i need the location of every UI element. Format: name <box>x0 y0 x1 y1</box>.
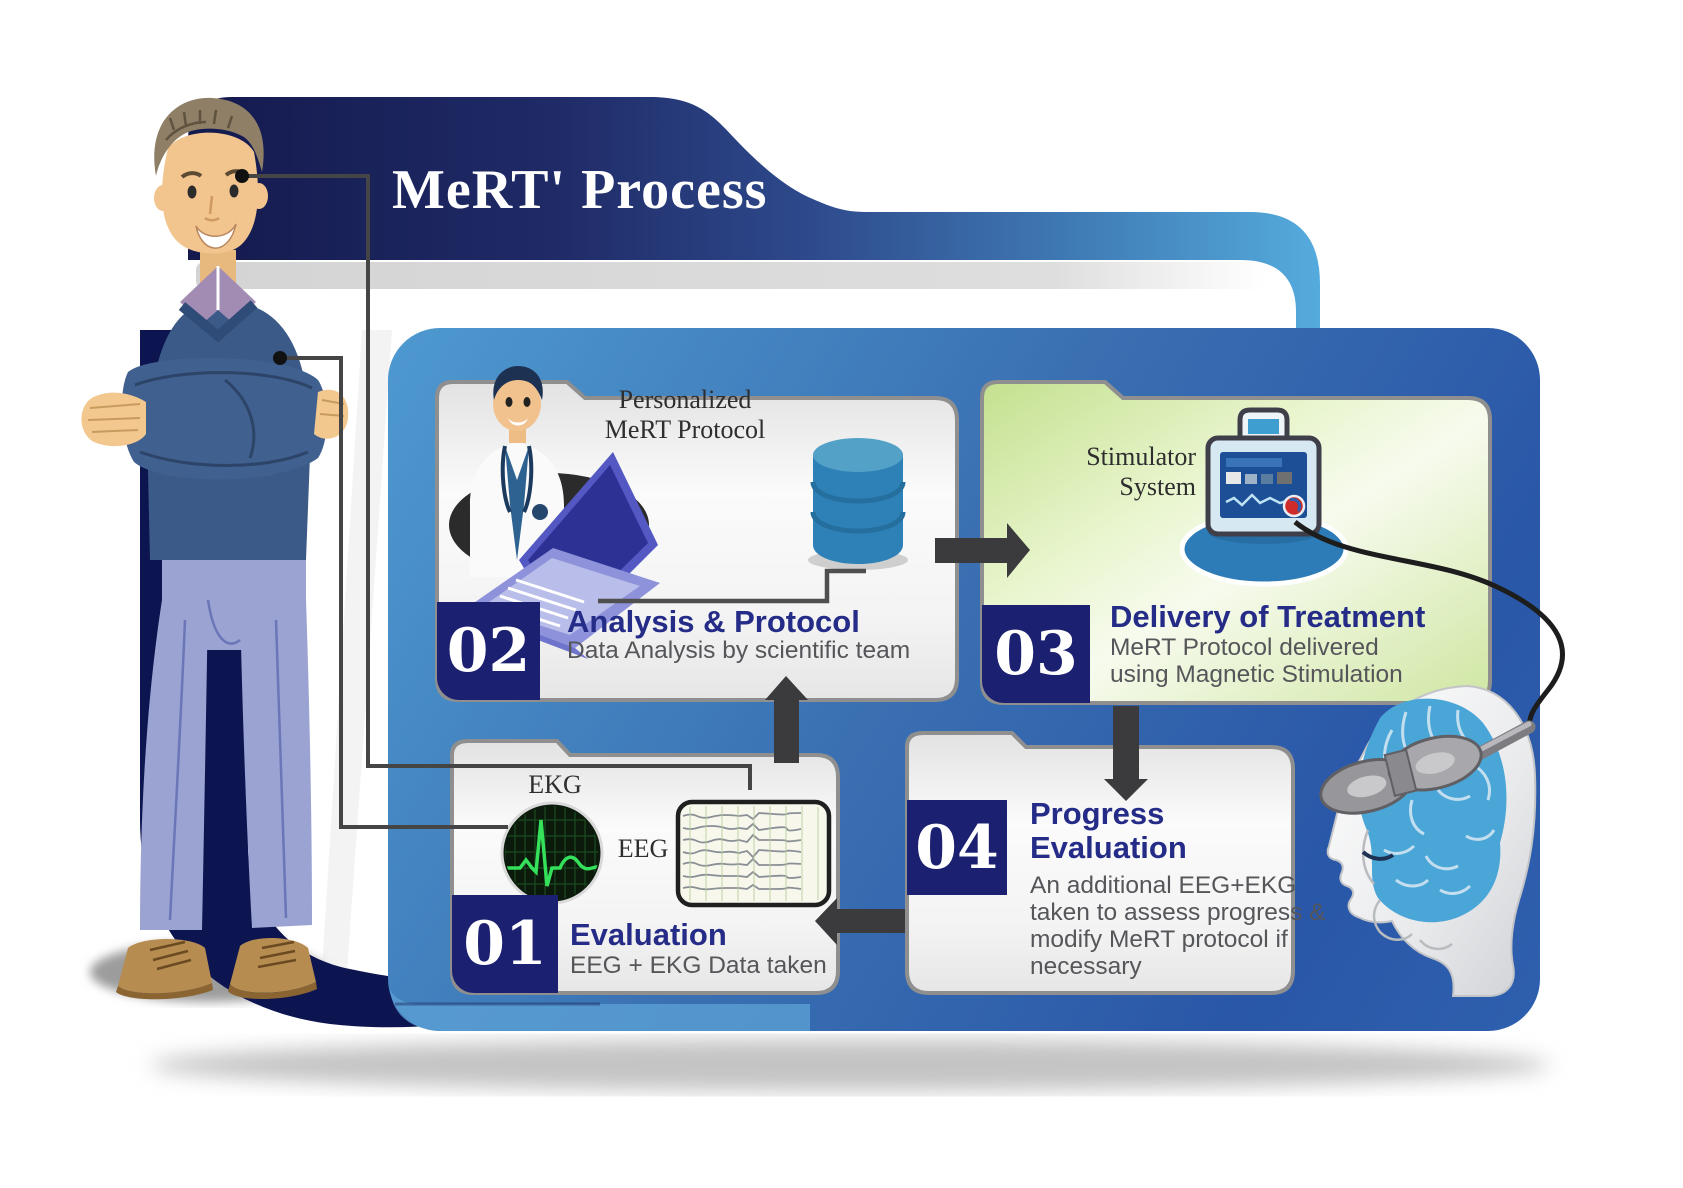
step-04-title: Progress Evaluation <box>1030 796 1187 865</box>
arrow-04-to-01 <box>815 898 905 945</box>
man-head <box>154 97 268 254</box>
laptop-database-connector <box>598 568 866 604</box>
ekg-sensor-line <box>280 356 508 829</box>
man-pants <box>140 540 312 930</box>
step-02-desc: Data Analysis by scientific team <box>567 637 911 664</box>
stimulator-cable <box>1293 520 1565 727</box>
step-04-number: 04 <box>907 800 1007 895</box>
folder-drop-shadow <box>150 1039 1550 1091</box>
eeg-sensor-line <box>242 174 752 790</box>
personalized-line2: MeRT Protocol <box>604 415 766 444</box>
eeg-chart-icon <box>675 799 832 908</box>
chest-electrode-dot <box>273 351 287 365</box>
arrow-02-to-03 <box>935 523 1030 578</box>
eeg-label: EEG <box>617 834 669 863</box>
folder-tab-band <box>188 97 1320 332</box>
sweater-vneck <box>178 300 258 343</box>
forehead-electrode-dot <box>235 169 249 183</box>
database-icon <box>808 438 908 570</box>
stimulator-line1: Stimulator <box>1086 442 1196 471</box>
tab-shadow-band <box>196 262 1266 289</box>
man-illustration <box>81 97 349 1000</box>
ekg-label: EKG <box>528 770 582 799</box>
panel-bottom-edge <box>390 990 810 1031</box>
infographic-title: MeRT' Process <box>392 159 768 221</box>
man-crossed-arms <box>81 357 349 480</box>
step-02-title: Analysis & Protocol <box>567 604 860 639</box>
stimulator-system-label: Stimulator System <box>1040 442 1196 502</box>
ekg-monitor-icon <box>500 801 604 905</box>
stimulator-line2: System <box>1119 472 1196 501</box>
glare-streak <box>320 330 392 1000</box>
step-01-desc: EEG + EKG Data taken <box>570 952 827 979</box>
personalized-protocol-label: Personalized MeRT Protocol <box>596 385 774 445</box>
flow-arrows <box>765 523 1148 945</box>
personalized-line1: Personalized <box>618 385 752 414</box>
tms-coil-icon <box>1319 720 1536 815</box>
head-brain-illustration <box>1319 684 1537 997</box>
arrow-03-to-04 <box>1104 706 1148 801</box>
step-01-title: Evaluation <box>570 917 727 952</box>
card-progress-evaluation <box>905 731 1295 995</box>
head-eye <box>1361 850 1395 861</box>
step-01-number: 01 <box>452 895 558 993</box>
step-03-title: Delivery of Treatment <box>1110 599 1426 634</box>
step-02-number: 02 <box>437 602 540 700</box>
step-03-desc: MeRT Protocol delivered using Magnetic S… <box>1110 634 1403 688</box>
man-shoes <box>116 937 317 1000</box>
sensor-lines <box>242 174 752 829</box>
arrow-01-to-02 <box>765 676 808 763</box>
step-03-number: 03 <box>982 605 1090 703</box>
step-04-desc: An additional EEG+EKG taken to assess pr… <box>1030 872 1326 980</box>
